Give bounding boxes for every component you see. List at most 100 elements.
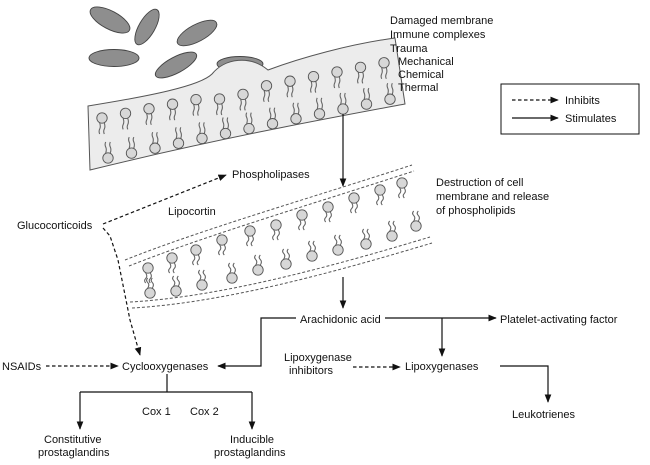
phospholipid-tail [416, 210, 420, 222]
phospholipid-tail [220, 103, 223, 116]
phospholipid-head [226, 272, 238, 284]
leukotrienes-label: Leukotrienes [512, 409, 575, 421]
insult-damaged-membrane: Damaged membrane [390, 15, 493, 27]
phospholipid-head [96, 112, 108, 124]
phospholipid-tail [104, 141, 107, 154]
lipocortin-label: Lipocortin [168, 206, 216, 218]
phospholipid-head [219, 127, 232, 140]
insult-chemical: Chemical [398, 69, 444, 81]
phospholipid-tail [344, 92, 347, 105]
phospholipid-head [149, 142, 161, 154]
phospholipid-tail [269, 107, 272, 119]
phospholipid-tail [192, 254, 196, 266]
phospholipid-tail [226, 117, 229, 129]
phospholipid-head [190, 244, 202, 256]
phospholipid-tail [169, 109, 172, 121]
phospholipid-head [306, 250, 318, 262]
phospholipid-head [243, 122, 255, 135]
phospholipid-tail [103, 122, 106, 135]
phospholipid-tail [324, 211, 328, 223]
phospholipid-tail [339, 92, 342, 105]
phospholipid-head [270, 219, 282, 231]
arachidonic-acid-label: Arachidonic acid [300, 314, 381, 326]
cell-2 [134, 8, 160, 46]
phospholipid-head [237, 88, 249, 101]
phospholipid-tail [338, 76, 341, 89]
cox2-label: Cox 2 [190, 406, 219, 418]
phospholipid-tail [156, 131, 159, 144]
phospholipid-tail [228, 262, 232, 274]
phospholipid-tail [286, 86, 289, 98]
inhibit-glucocorticoids-cyclooxygenases [102, 227, 142, 356]
phospholipid-tail [192, 104, 195, 116]
phospholipid-head [102, 152, 114, 164]
phospholipid-tail [172, 275, 176, 287]
glucocorticoids-label: Glucocorticoids [17, 220, 93, 232]
phospholipid-head [125, 147, 138, 159]
phospholipid-tail [258, 254, 262, 266]
phospholipid-head [396, 177, 408, 189]
inhibit-glucocorticoids-phospholipases [102, 174, 227, 225]
phospholipid-tail [338, 234, 342, 246]
phospholipid-tail [128, 136, 131, 149]
phospholipid-tail [122, 118, 125, 130]
phospholipid-tail [272, 229, 276, 241]
phospholipid-head [284, 75, 296, 87]
phospholipid-tail [132, 136, 135, 149]
phospholipid-head [216, 234, 228, 246]
cell-3 [176, 19, 218, 47]
insult-thermal: Thermal [398, 82, 438, 94]
phospholipid-tail [362, 228, 366, 240]
phospholipid-head [119, 107, 132, 120]
phospholipid-tail [222, 117, 225, 129]
phospholipid-tail [216, 103, 219, 116]
phospholipid-tail [350, 202, 354, 214]
phospholipid-head [331, 66, 343, 78]
phospholipid-tail [366, 228, 370, 240]
phospholipid-tail [286, 248, 290, 260]
phospholipid-tail [292, 102, 295, 114]
phospholipid-head [172, 137, 185, 149]
phospholipid-head [290, 113, 302, 125]
intact-membrane [87, 37, 406, 171]
phospholipid-tail [385, 67, 388, 80]
phospholipid-tail [361, 72, 364, 84]
destruction-label: Destruction of cell membrane and release… [436, 177, 549, 217]
nsaids-label: NSAIDs [2, 361, 42, 373]
phospholipid-tail [276, 229, 280, 241]
phospholipid-head [196, 279, 208, 291]
phospholipid-tail [402, 187, 406, 199]
phospholipid-tail [150, 113, 153, 126]
phospholipid-tail [320, 97, 323, 110]
phospholipid-tail [333, 76, 336, 89]
phospholipid-head [190, 93, 202, 106]
phospholipid-head [348, 192, 360, 204]
arrow-lipoxygenases-to-leukotrienes [500, 365, 552, 403]
phospholipid-tail [250, 235, 254, 247]
phospholipid-tail [412, 210, 416, 222]
phospholipid-tail [328, 211, 332, 223]
phospholipid-head [360, 98, 373, 110]
phospholipid-tail [263, 90, 266, 103]
phospholipid-tail [245, 112, 248, 124]
phospholipid-tail [168, 262, 172, 274]
cox1-label: Cox 1 [142, 406, 171, 418]
phospholipid-head [142, 262, 154, 274]
phospholipid-head [313, 108, 326, 120]
phospholipid-head [260, 80, 273, 92]
phospholipid-tail [203, 122, 206, 134]
phospholipid-tail [314, 81, 317, 93]
phospholipid-tail [222, 244, 226, 256]
phospholipid-tail [202, 269, 206, 281]
cell-1 [89, 6, 131, 34]
phospholipid-head [322, 201, 334, 213]
phospholipid-tail [109, 141, 112, 154]
inducible-line-1: Inducible [230, 434, 274, 446]
phospholipid-head [196, 132, 208, 145]
phospholipid-tail [392, 220, 396, 232]
phospholipid-head [280, 258, 292, 270]
phospholipid-tail [98, 122, 101, 135]
phospholipid-tail [197, 104, 200, 116]
phospholipid-tail [198, 269, 202, 281]
